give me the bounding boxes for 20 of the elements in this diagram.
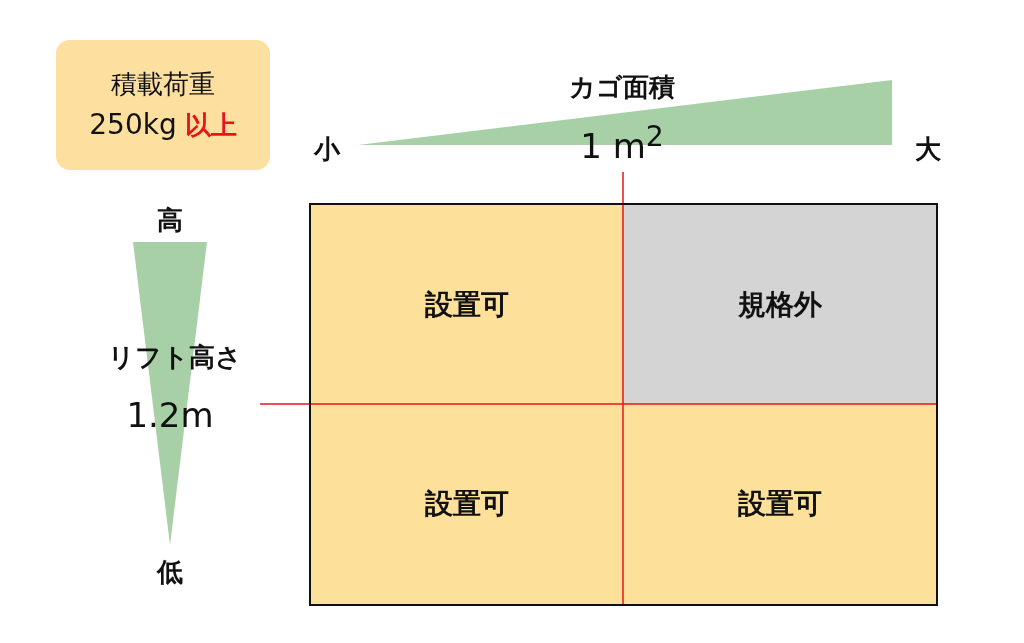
scale-min-label: 小 xyxy=(314,133,340,166)
threshold-value: 1 m$^{2}$ xyxy=(580,120,664,167)
load-capacity-card xyxy=(56,40,270,170)
excluded-cell xyxy=(623,205,936,404)
threshold-text: 以上 xyxy=(184,109,237,142)
cell-text: 規格外 xyxy=(737,286,822,323)
scale-min-label: 低 xyxy=(157,556,183,589)
cell-text: 設置可 xyxy=(425,286,509,323)
threshold-value: 1.2m xyxy=(126,395,214,435)
axis-title: リフト高さ xyxy=(108,341,242,374)
allowed-cell xyxy=(311,404,623,604)
load-value: 250kg xyxy=(89,108,177,141)
axis-title: カゴ面積 xyxy=(569,71,675,104)
scale-max-label: 大 xyxy=(915,133,941,166)
allowed-cell xyxy=(311,205,623,404)
cell-text: 設置可 xyxy=(737,486,822,522)
cell-text: 設置可 xyxy=(425,486,509,522)
scale-max-label: 高 xyxy=(157,204,183,237)
card-heading: 積載荷重 xyxy=(111,68,215,101)
allowed-cell xyxy=(623,404,936,604)
